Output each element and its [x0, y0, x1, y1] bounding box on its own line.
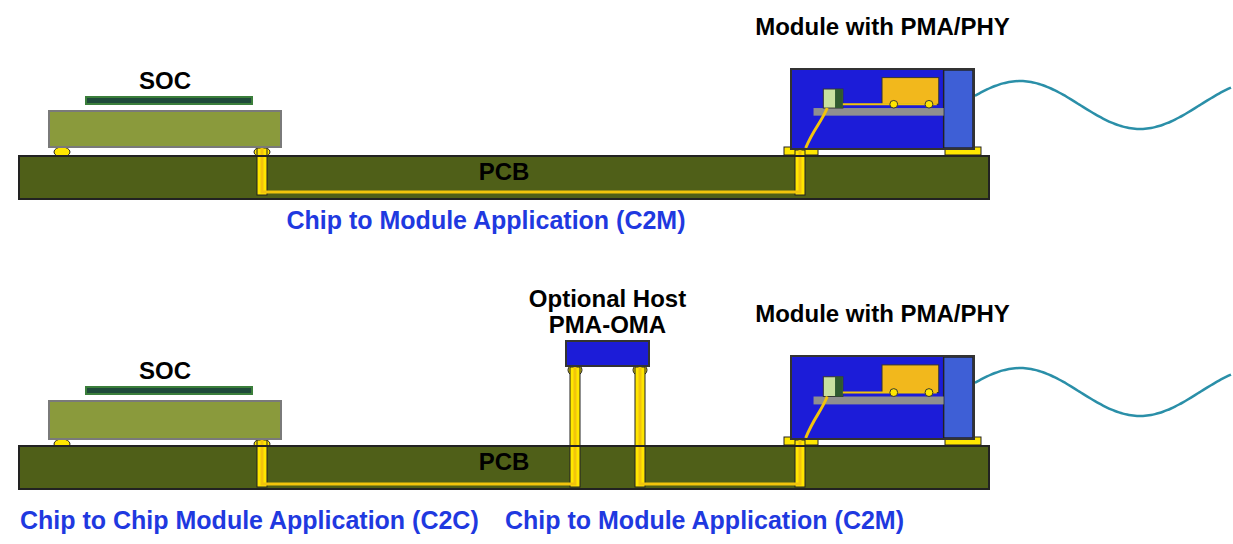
module-internals: [792, 70, 973, 148]
board-label: PCB: [20, 450, 988, 474]
board-label: PCB: [20, 160, 988, 184]
application-caption: Chip to Chip Module Application (C2C): [20, 506, 479, 535]
fiber-cable: [975, 81, 1231, 129]
soc-package: SOC: [48, 400, 282, 440]
module-lead: [806, 397, 828, 438]
module-internals: [792, 357, 973, 438]
module-bump: [925, 100, 933, 108]
module-bump: [890, 389, 898, 397]
laser-block: [823, 89, 843, 108]
soc-die: [85, 386, 253, 395]
module-faceplate: [944, 357, 973, 438]
part-label: Module with PMA/PHY: [755, 301, 1010, 327]
part-label: Optional Host PMA-OMA: [503, 286, 713, 338]
part-label: SOC: [50, 358, 280, 384]
module-substrate: [814, 397, 944, 405]
laser-block-stripe: [835, 377, 843, 397]
host-pma-chip: Optional Host PMA-OMA: [565, 340, 650, 367]
application-caption: Chip to Module Application (C2M): [505, 506, 904, 535]
module-lead: [806, 108, 828, 148]
fiber-cable: [975, 368, 1231, 416]
laser-block-stripe: [835, 89, 843, 108]
soc-die: [85, 96, 253, 105]
module-bump: [890, 100, 898, 108]
module-faceplate: [944, 70, 973, 148]
module-substrate: [814, 108, 944, 116]
module-bump: [925, 389, 933, 397]
part-label: SOC: [50, 68, 280, 94]
pcb-board: PCB: [18, 445, 990, 490]
laser-block: [823, 377, 843, 397]
pcb-board: PCB: [18, 155, 990, 200]
part-label: Module with PMA/PHY: [755, 14, 1010, 40]
soc-package: SOC: [48, 110, 282, 148]
application-caption: Chip to Module Application (C2M): [286, 206, 685, 235]
optical-module: Module with PMA/PHY: [790, 355, 975, 440]
pcb-trace: [640, 367, 800, 484]
optical-module: Module with PMA/PHY: [790, 68, 975, 150]
